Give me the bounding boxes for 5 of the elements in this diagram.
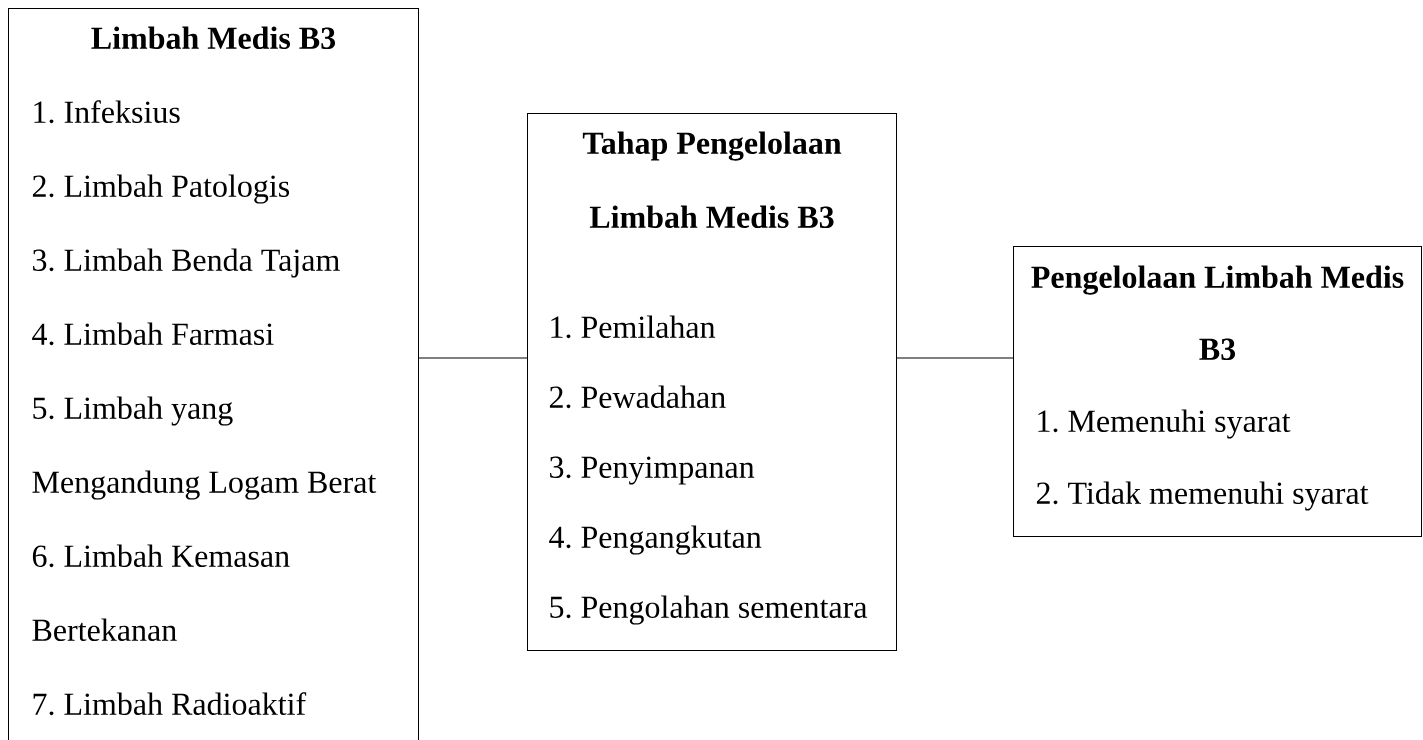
list-box: Tahap Pengelolaan Limbah Medis B3 1. Pemilahan 2. Pewadahan 3. Penyimpanan 4. Pengangkutan 5. Pengolahan sementara — [527, 113, 897, 651]
list-box: Limbah Medis B3 1. Infeksius 2. Limbah Patologis 3. Limbah Benda Tajam 4. Limbah Farmasi 5. Limbah yang Mengandung Logam Berat 6. Limbah Kemasan Bertekanan 7. Limbah Radioaktif — [8, 8, 419, 740]
connector-line — [896, 357, 1014, 359]
connector-line — [418, 357, 528, 359]
list-box: Pengelolaan Limbah Medis B3 1. Memenuhi syarat 2. Tidak memenuhi syarat — [1013, 246, 1422, 537]
